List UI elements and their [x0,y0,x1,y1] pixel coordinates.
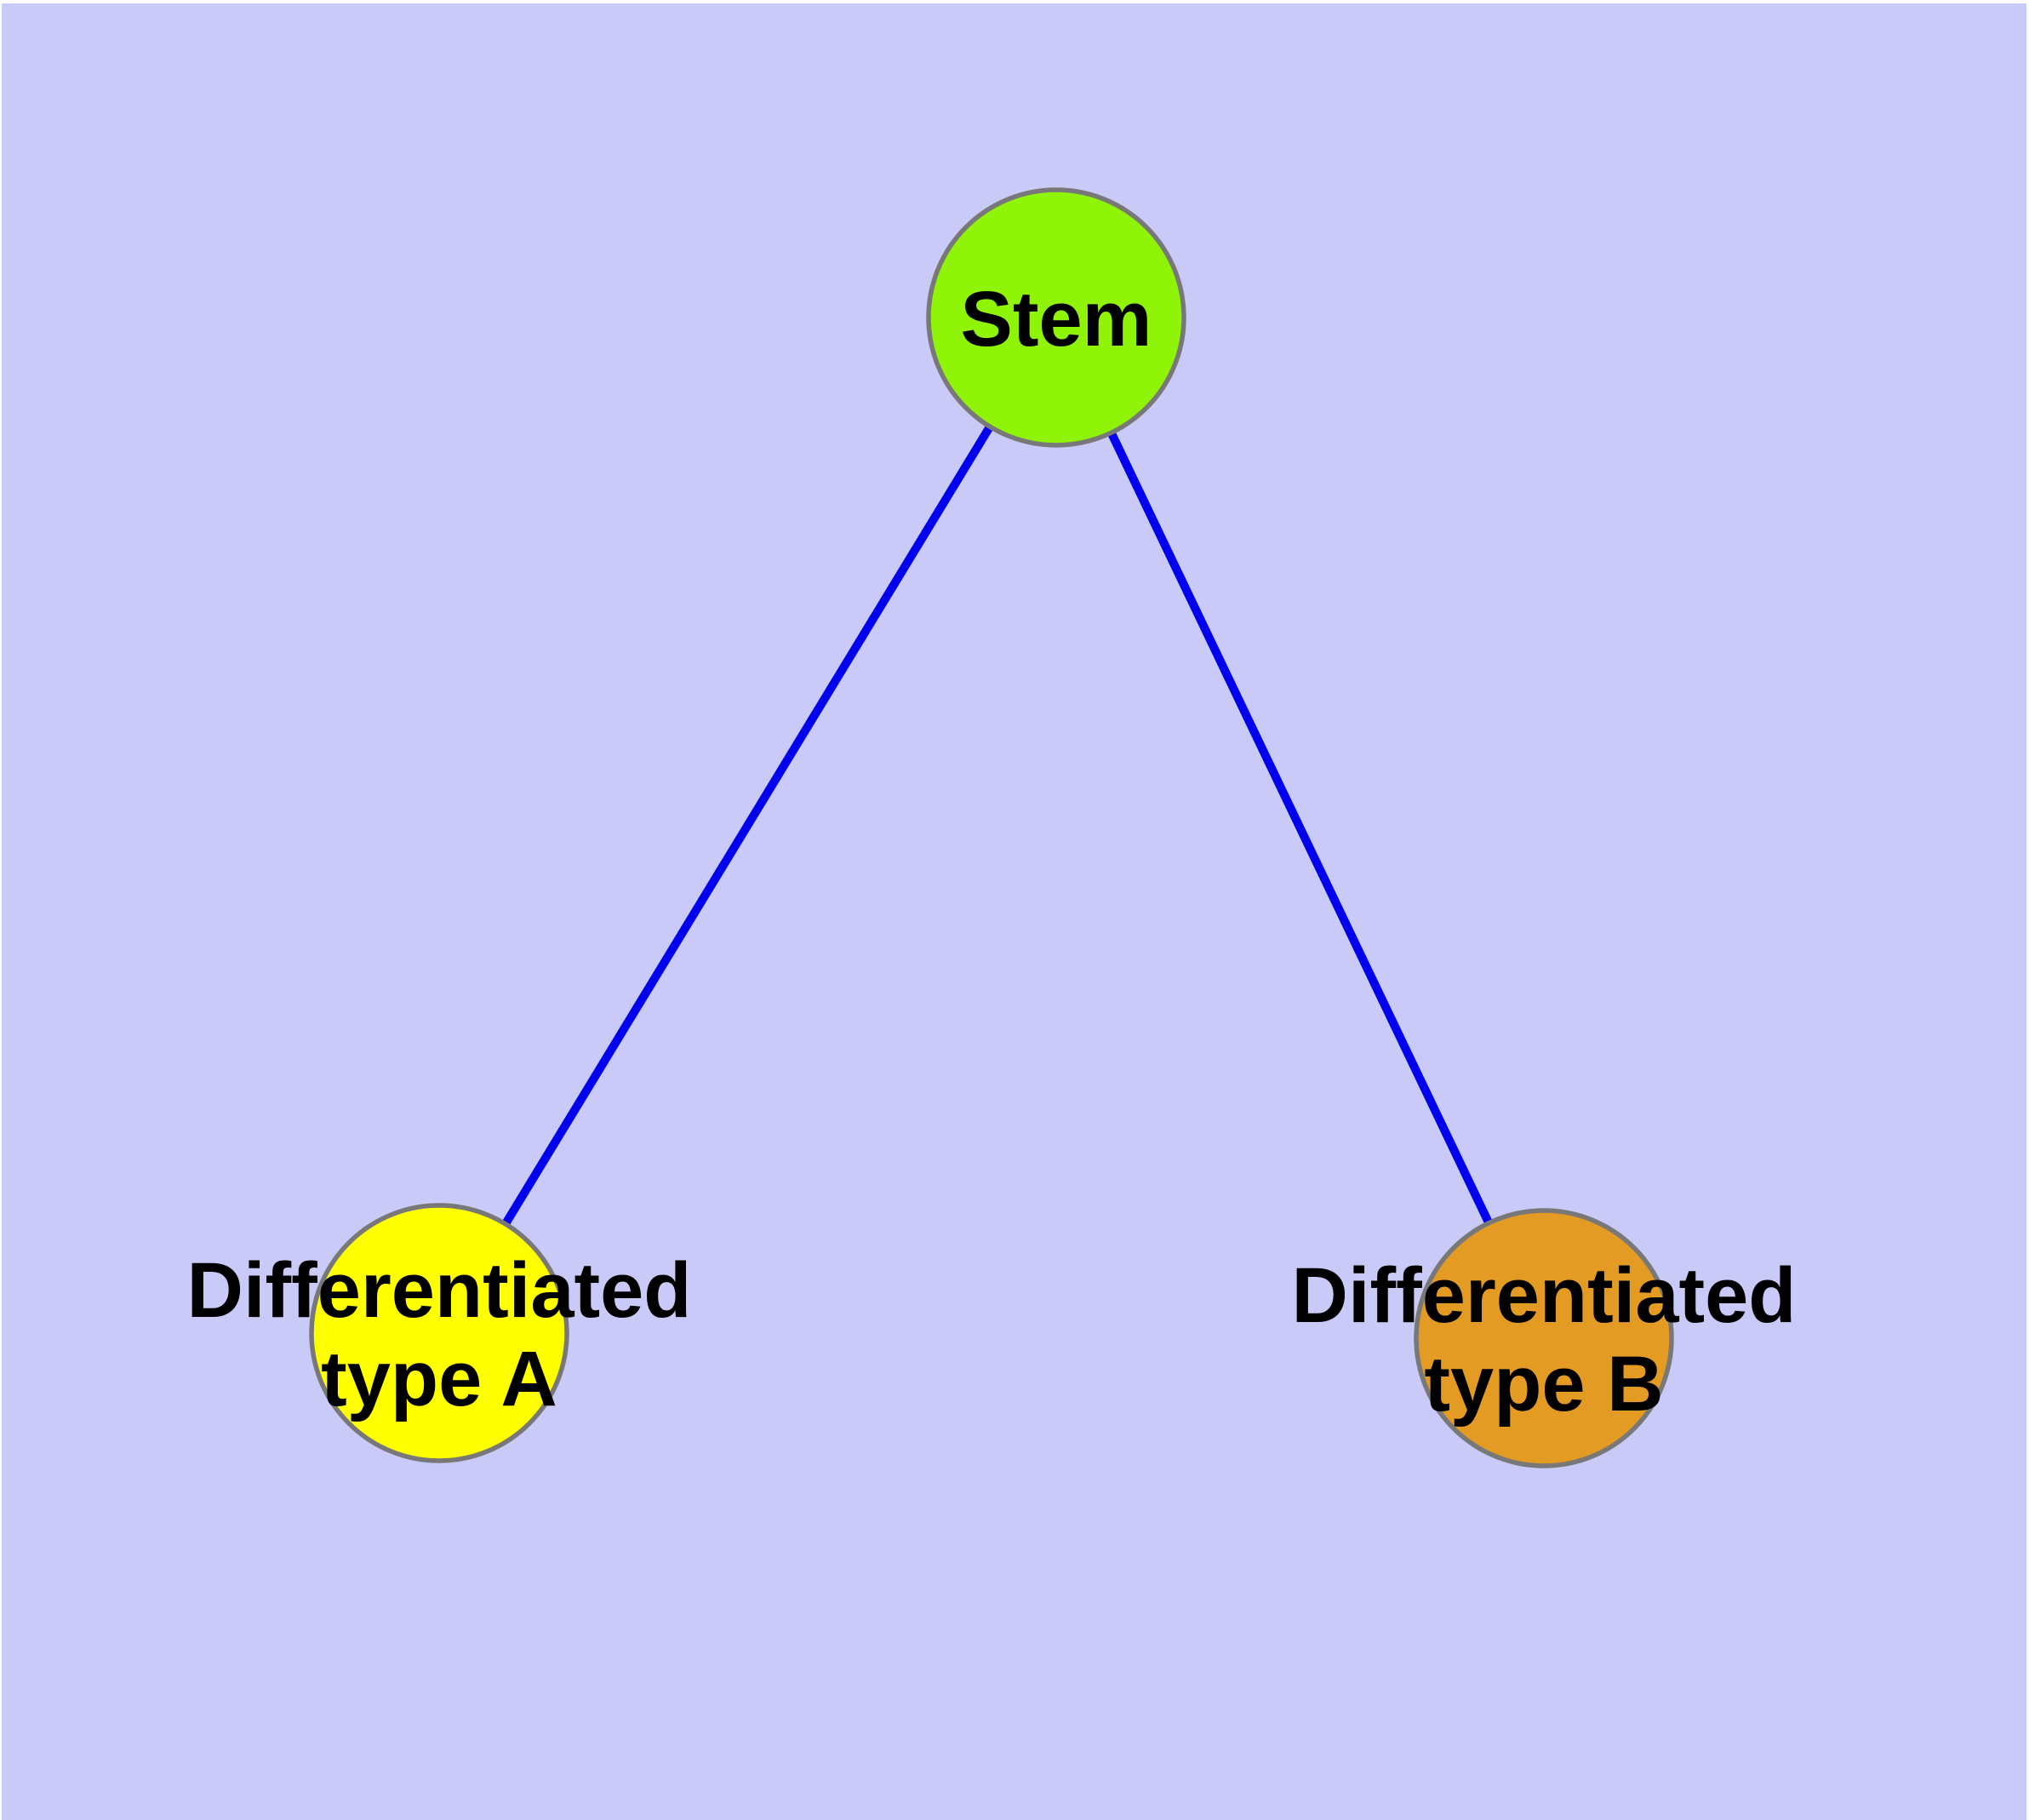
node-circle-stem [926,187,1186,448]
node-diff-b [1414,1208,1674,1468]
node-label-line: type B [1424,1341,1663,1428]
node-diff-a [309,1203,569,1463]
node-label-line: Differentiated [1292,1252,1797,1339]
edge-stem-diff-b [1052,315,1548,1341]
node-circle-diff-b [1414,1208,1674,1468]
edge-stem-diff-a [435,315,1060,1336]
node-label-line: Stem [961,276,1152,363]
node-circle-diff-a [309,1203,569,1463]
node-label-stem: Stem [961,276,1152,363]
node-label-line: type A [321,1336,557,1422]
node-stem [926,187,1186,448]
node-label-line: Differentiated [187,1247,692,1334]
